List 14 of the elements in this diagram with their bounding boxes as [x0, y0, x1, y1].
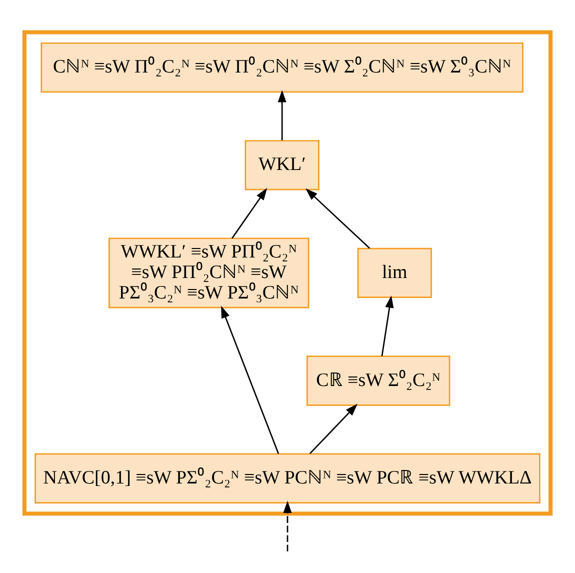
arrow — [283, 500, 292, 551]
node-box: lim — [357, 247, 432, 298]
node-box: NAVC[0,1] ≡sW PΣ⁰₂C₂ᴺ ≡sW PCℕᴺ ≡sW PCℝ ≡sW WWKLΔ — [34, 452, 540, 503]
node-box: Cℝ ≡sW Σ⁰₂C₂ᴺ — [306, 355, 450, 406]
arrow — [231, 187, 268, 238]
node-box: WKL′ — [244, 140, 320, 190]
arrow — [381, 295, 394, 356]
cluster — [22, 30, 553, 516]
arrow — [278, 90, 286, 140]
arrow — [305, 188, 370, 248]
node-box: Cℕᴺ ≡sW Π⁰₂C₂ᴺ ≡sW Π⁰₂Cℕᴺ ≡sW Σ⁰₂Cℕᴺ ≡sW Σ⁰₃Cℕᴺ — [40, 42, 524, 92]
arrow — [309, 403, 358, 454]
node-box: WWKL′ ≡sW PΠ⁰₂C₂ᴺ ≡sW PΠ⁰₂Cℕᴺ ≡sW PΣ⁰₃C₂ᴺ ≡sW PΣ⁰₃Cℕᴺ — [108, 237, 310, 308]
arrow — [221, 305, 280, 454]
